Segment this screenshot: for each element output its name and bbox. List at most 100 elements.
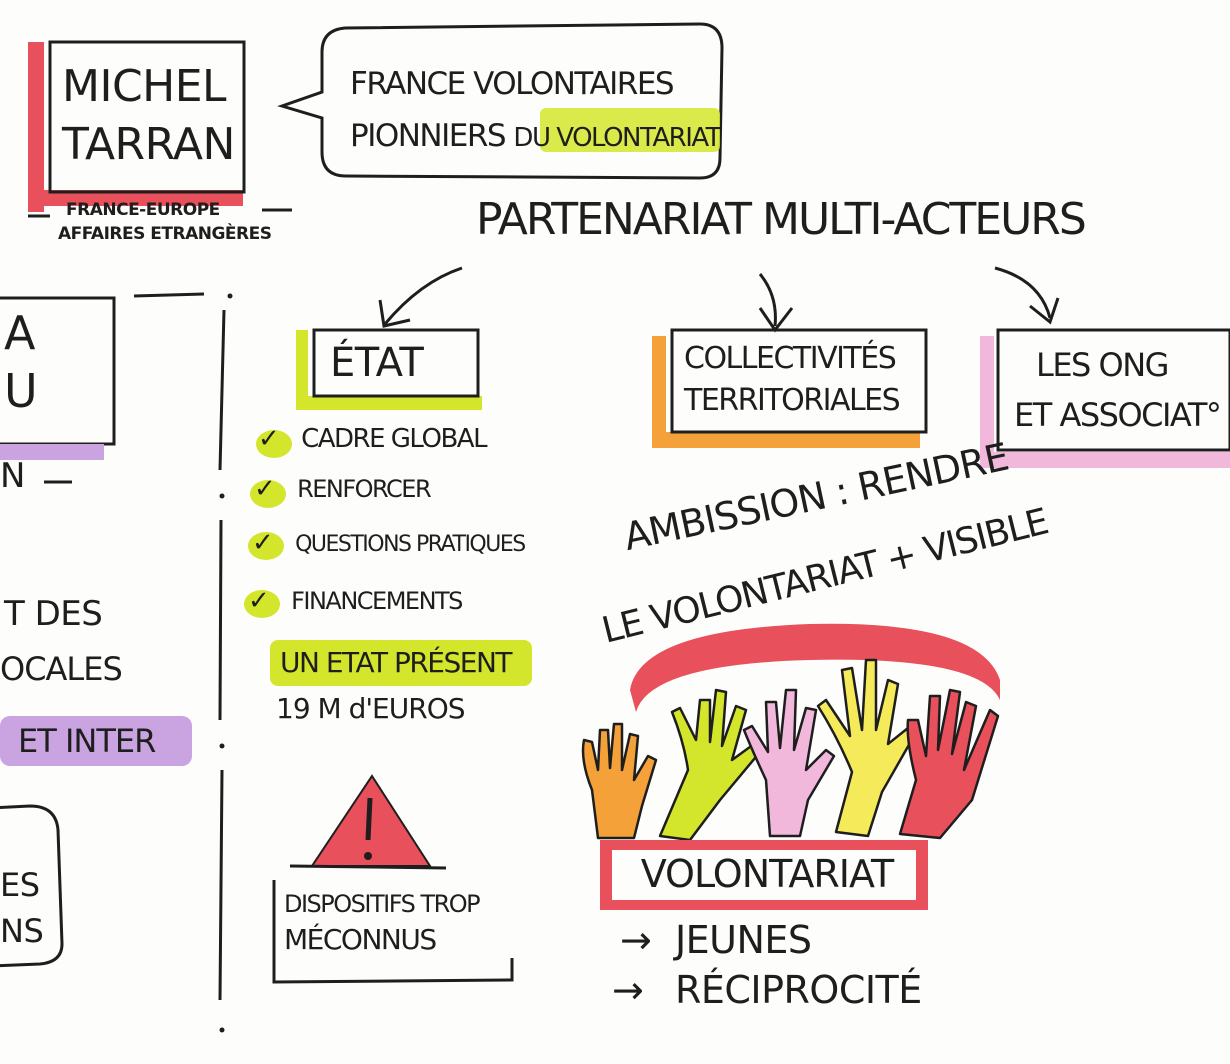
left-top-dash (133, 292, 205, 298)
hand-red (898, 688, 1000, 840)
ong-line2: ET ASSOCIAT° (1014, 396, 1222, 434)
check-blob-4 (244, 590, 280, 618)
etat-point-2: ✓ RENFORCER (254, 474, 432, 504)
speaker-name: MiCHEL TARRAN (62, 58, 238, 174)
ong-pink-marker-bottom (980, 452, 1230, 468)
collectivites-box (670, 328, 928, 434)
speaker-name-line1: MiCHEL (62, 61, 227, 112)
collectivites-line1: COLLECTIVITÉS (684, 341, 897, 376)
speech-bubble-outline (277, 22, 724, 180)
arrow-right-icon: → (620, 918, 652, 962)
left-highlight-text: ET INTER (18, 722, 156, 760)
raised-hands-group (581, 658, 1000, 842)
check-icon: ✓ (248, 586, 270, 616)
hand-lime (658, 688, 762, 842)
separator-2 (218, 519, 223, 721)
actor-ong-label: LES ONG ET ASSOCIAT° (1014, 340, 1222, 440)
bubble-line2-plain: PIONNIERS (350, 118, 507, 154)
etat-point-1-text: CADRE GLOBAL (301, 424, 488, 454)
hand-pink (742, 688, 836, 838)
separator-dot-2 (219, 493, 225, 499)
left-bubble-text: ES NS (0, 862, 44, 954)
visibility-red-arc (630, 623, 1000, 712)
left-purple-highlight (0, 716, 192, 766)
ong-line1: LES ONG (1036, 346, 1169, 384)
etat-point-2-text: RENFORCER (297, 475, 432, 503)
bubble-line2: PIONNIERS DU VOLONTARIAT (350, 110, 722, 164)
actor-collectivites-label: COLLECTIVITÉS TERRITORIALES (684, 338, 901, 422)
left-box-line1: A (4, 306, 35, 360)
arrow-to-etat-head (378, 299, 411, 328)
volontariat-item-2-text: RÉCIPROCITÉ (674, 968, 922, 1012)
bubble-line2-highlight: DU VOLONTARIAT (513, 123, 721, 153)
ong-pink-marker-left (980, 336, 994, 468)
left-line-a: T DES (4, 594, 103, 634)
speaker-red-marker-left (28, 42, 44, 212)
arrow-to-collectivites (758, 273, 777, 327)
warning-base-line (289, 864, 447, 870)
warning-bracket (272, 880, 514, 984)
warning-text: DISPOSITIFS TROP MÉCONNUS (284, 886, 481, 958)
arrow-to-ong-head (1029, 297, 1060, 325)
headline: PARTENARIAT MULTI-ACTEURS (476, 194, 1087, 245)
left-box-text: A U (4, 304, 38, 420)
etat-present-label: UN ETAT PRÉSENT (280, 646, 513, 679)
left-bubble-outline (0, 804, 64, 968)
warning-line1: DISPOSITIFS TROP (284, 890, 481, 918)
volontariat-highlight (540, 108, 720, 152)
etat-box (312, 328, 480, 398)
warning-exclamation-dot (364, 852, 372, 860)
separator-dot-1 (227, 293, 233, 299)
arrow-to-ong (994, 266, 1052, 319)
warning-exclamation-bar (365, 797, 373, 841)
separator-dot-3 (219, 743, 225, 749)
affiliation-line1: FRANCE-EUROPE (66, 200, 220, 220)
left-bubble-line2: NS (0, 912, 44, 950)
check-blob-1 (256, 430, 292, 458)
separator-dot-4 (219, 1027, 225, 1033)
etat-present-highlight (270, 640, 532, 686)
check-icon: ✓ (258, 424, 280, 454)
collectivites-line2: TERRITORIALES (684, 383, 901, 418)
speaker-name-box (48, 40, 246, 194)
etat-point-1: ✓ CADRE GLOBAL (258, 424, 488, 454)
collectivites-orange-marker-left (652, 336, 666, 448)
speaker-affiliation: FRANCE-EUROPE AFFAIRES ETRANGÈRES (58, 198, 272, 246)
etat-point-3-text: QUESTIONS PRATIQUES (295, 532, 526, 557)
bubble-line1: FRANCE VOLONTAIRES (350, 66, 675, 102)
arrow-to-etat (383, 266, 463, 325)
hand-yellow (816, 658, 916, 838)
actor-etat-label: ÉTAT (330, 340, 424, 386)
left-bubble-line1: ES (0, 866, 40, 904)
separator-1 (218, 309, 226, 471)
speaker-name-line2: TARRAN (62, 119, 235, 170)
left-under-box: N (0, 456, 25, 496)
volontariat-label: VOLONTARIAT (640, 852, 895, 896)
ong-box (996, 328, 1230, 452)
separator-3 (218, 769, 224, 1001)
etat-lime-marker-left (296, 330, 308, 408)
volontariat-item-2: → RÉCIPROCITÉ (612, 968, 922, 1012)
volontariat-item-1-text: JEUNES (674, 918, 812, 962)
left-purple-marker (0, 444, 104, 460)
etat-lime-marker-bottom (296, 396, 482, 410)
etat-present-amount: 19 M d'EUROS (276, 692, 466, 725)
left-box-line2: U (4, 364, 38, 418)
check-icon: ✓ (252, 528, 274, 558)
arrow-right-icon: → (612, 968, 644, 1012)
check-blob-2 (250, 480, 286, 508)
left-line-b: OCALES (0, 650, 123, 688)
collectivites-orange-marker-bottom (652, 432, 920, 448)
speech-bubble-text: FRANCE VOLONTAIRES PIONNIERS DU VOLONTAR… (350, 58, 722, 164)
volontariat-item-1: → JEUNES (620, 918, 812, 962)
hand-orange (581, 722, 658, 840)
warning-line2: MÉCONNUS (284, 923, 437, 956)
etat-point-4-text: FINANCEMENTS (291, 587, 463, 615)
etat-point-3: ✓ QUESTIONS PRATIQUES (252, 528, 526, 558)
etat-point-4: ✓ FINANCEMENTS (248, 586, 463, 616)
check-blob-3 (248, 532, 284, 560)
affiliation-line2: AFFAIRES ETRANGÈRES (58, 224, 272, 244)
check-icon: ✓ (254, 474, 276, 504)
volontariat-inner-box (612, 850, 916, 900)
